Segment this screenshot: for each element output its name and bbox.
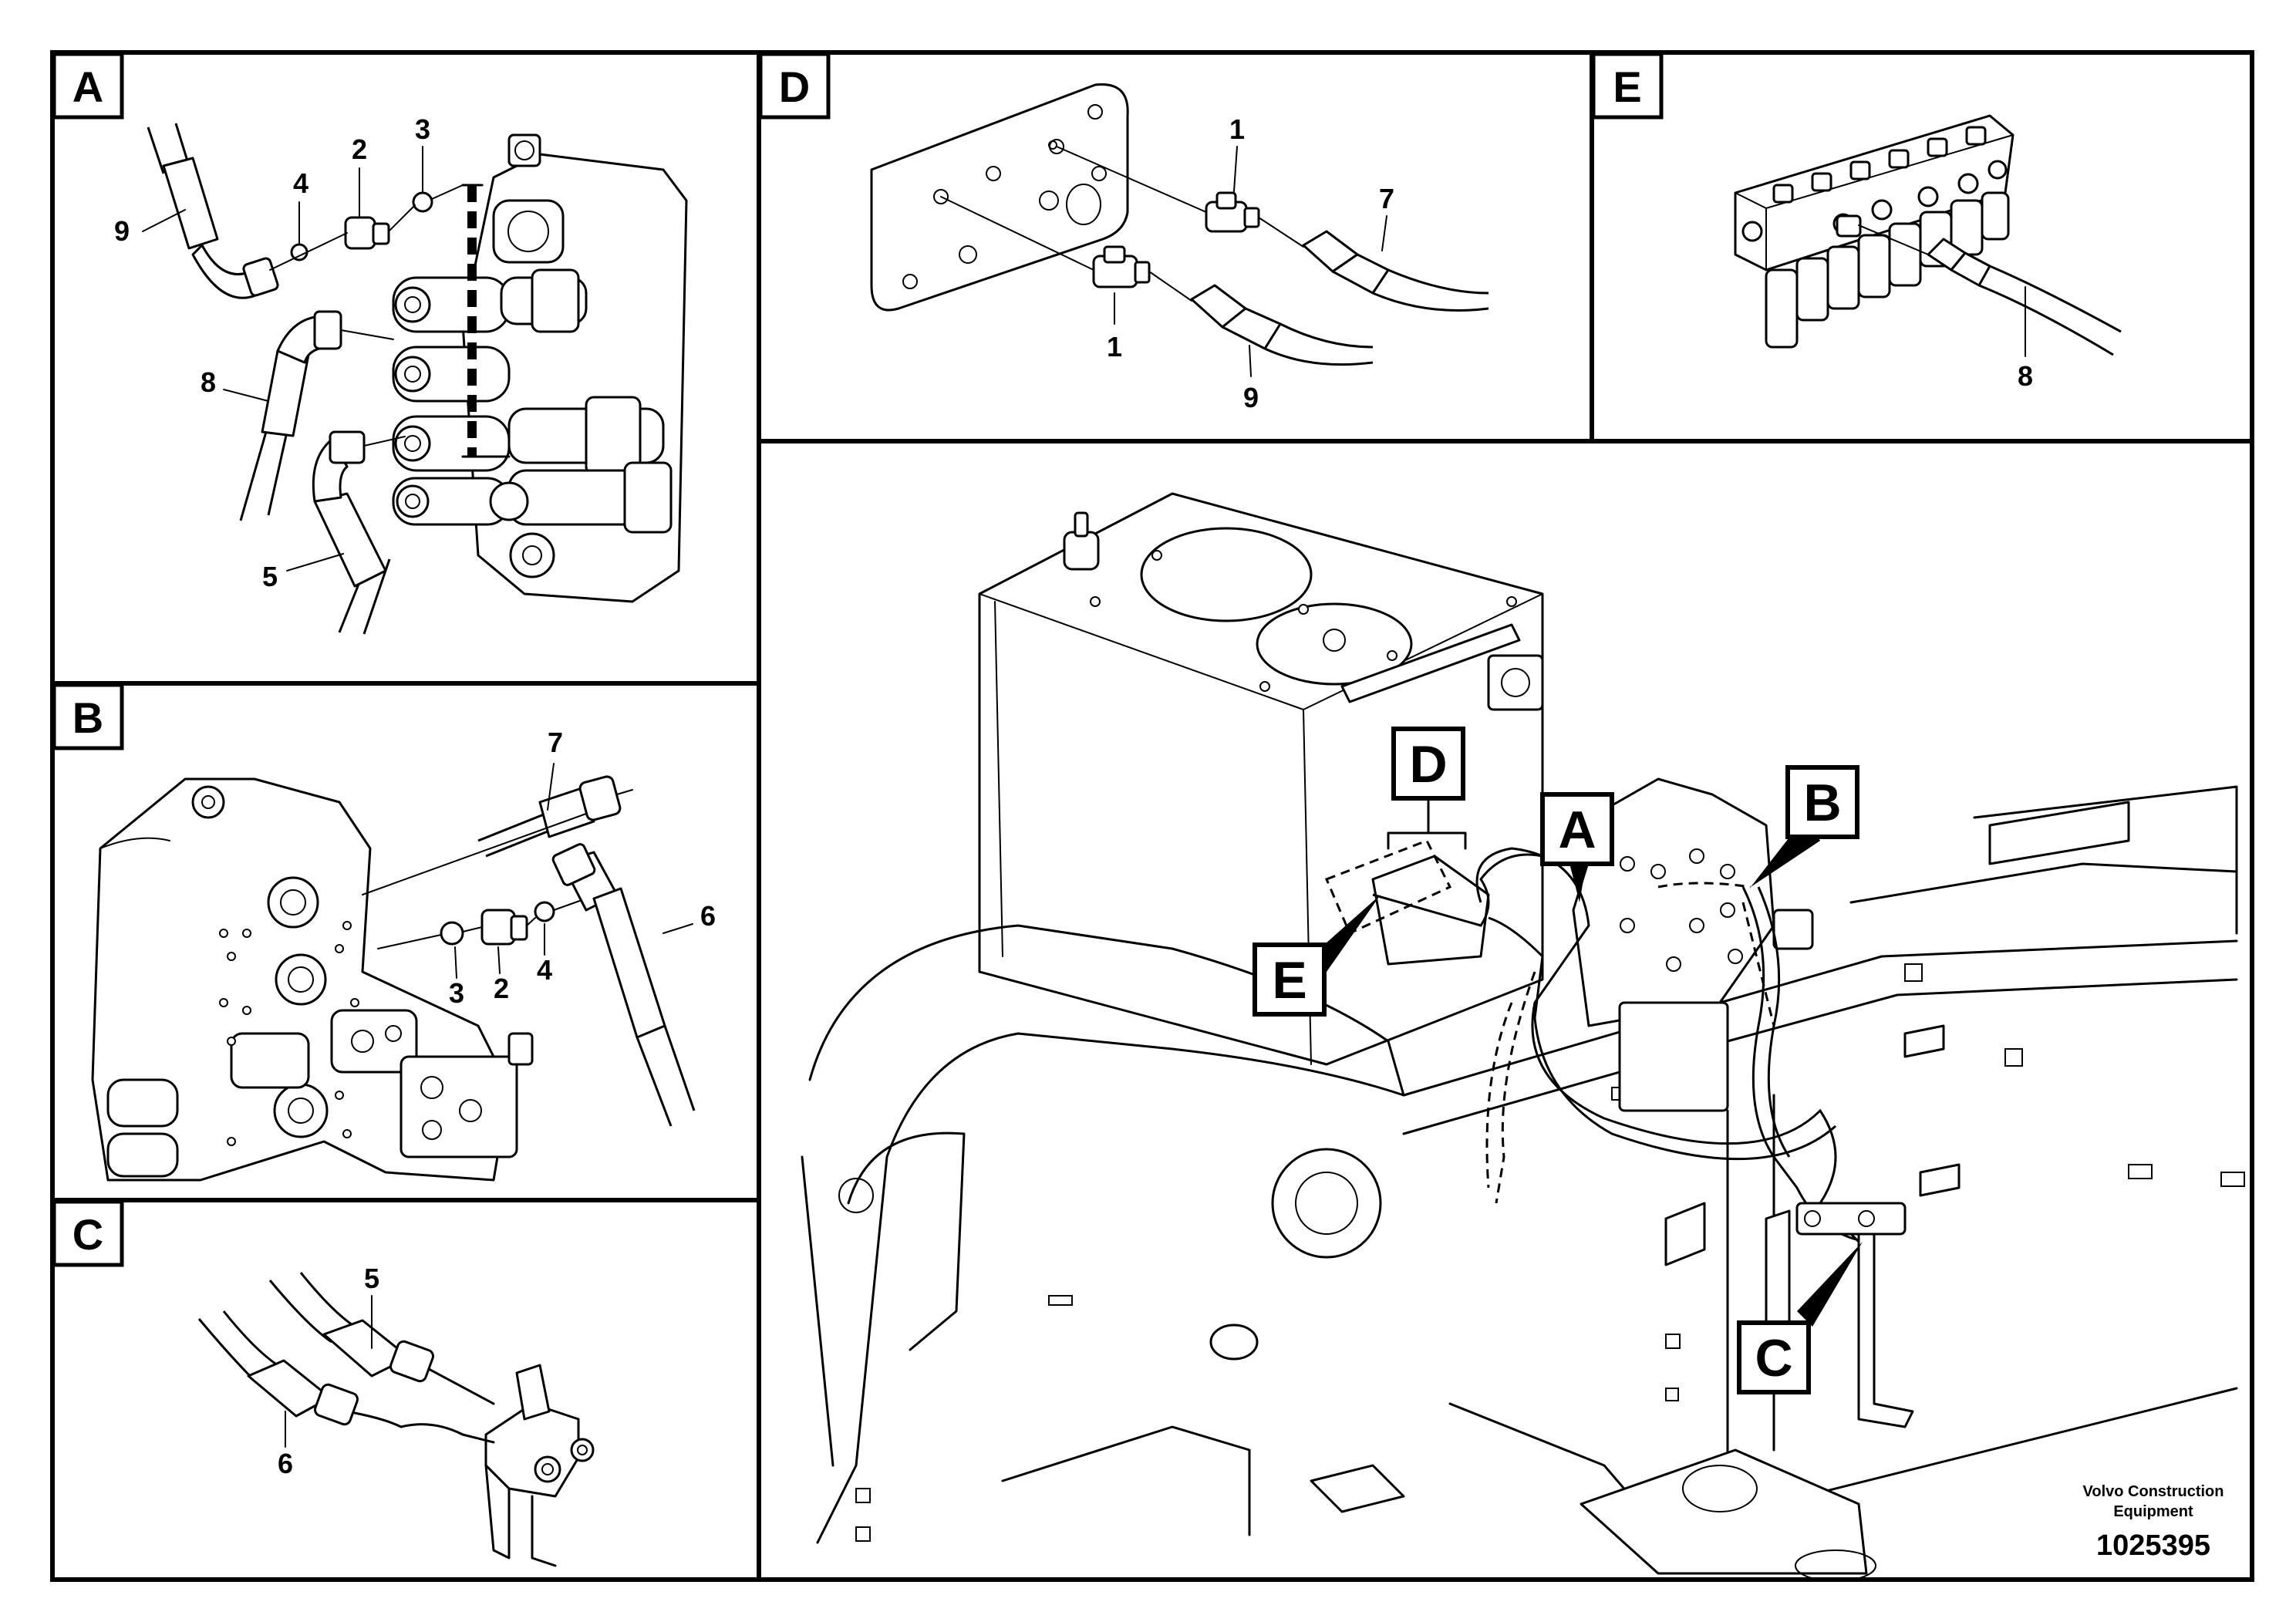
panel-a-label-3: 3 [415, 113, 430, 145]
panel-d-hose-7 [1258, 217, 1489, 312]
panel-d-hose-9 [1148, 271, 1374, 366]
panel-a-label-9: 9 [114, 215, 130, 247]
panel-a-hose-5 [312, 430, 406, 635]
tank-breather [1063, 531, 1100, 571]
panel-b-control-valve [91, 777, 534, 1182]
callout-d-leader [1387, 785, 1467, 850]
panel-a-label-4: 4 [293, 167, 308, 199]
panel-d: D [757, 50, 1594, 443]
tank-cover-small [1256, 602, 1413, 686]
panel-d-label-1-lower: 1 [1107, 331, 1122, 363]
panel-b-label-7: 7 [548, 727, 563, 758]
panel-b-letter: B [72, 693, 103, 742]
callout-d-letter: D [1409, 735, 1447, 794]
callout-c-letter: C [1755, 1329, 1792, 1388]
panel-a-hose-9 [147, 123, 279, 299]
footer-brand-line1: Volvo Construction [2083, 1483, 2224, 1500]
panel-a-adapter-2 [344, 216, 390, 250]
main-control-valve [1572, 777, 1814, 1112]
panel-e: E [1590, 50, 2254, 443]
panel-d-label-9: 9 [1243, 382, 1259, 413]
callout-c-pointer [1797, 1242, 1863, 1327]
panel-c-letter-box [52, 1199, 124, 1267]
panel-c-bracket [484, 1364, 595, 1567]
callout-d-box [1391, 727, 1465, 801]
panel-e-manifold [1734, 114, 2014, 349]
panel-c-hose-5 [268, 1272, 495, 1405]
panel-e-label-8: 8 [2018, 360, 2033, 392]
panel-a-hose-8 [239, 310, 394, 521]
tank-cover-large [1140, 527, 1313, 622]
panel-b-oring-4 [534, 901, 555, 922]
panel-e-hose-8 [1858, 224, 2122, 356]
callout-e-box [1253, 943, 1327, 1017]
footer-drawing-number: 1025395 [2096, 1529, 2210, 1562]
panel-d-letter-box [758, 52, 831, 120]
callout-e-letter: E [1272, 951, 1306, 1010]
panel-overview: D A B E C Volvo Construction Equipment 1… [757, 439, 2254, 1582]
panel-a-letter-box [52, 52, 124, 120]
panel-b-hose-6 [551, 843, 696, 1127]
panel-b-adapter-2 [480, 909, 528, 946]
panel-a-letter: A [72, 62, 103, 111]
panel-e-letter: E [1613, 62, 1641, 111]
panel-b-label-6: 6 [700, 900, 716, 932]
panel-a-oring-4 [290, 243, 308, 261]
panel-c-hose-6 [197, 1310, 495, 1444]
panel-b-letter-box [52, 683, 124, 750]
overview-hoses [1372, 847, 1914, 1428]
panel-e-letter-box [1591, 52, 1664, 120]
footer-brand-line2: Equipment [2113, 1503, 2193, 1520]
callout-a-box [1540, 792, 1614, 866]
panel-b: B [50, 681, 761, 1202]
panel-c-label-6: 6 [278, 1448, 293, 1479]
callout-b-box [1785, 765, 1859, 839]
panel-a-label-2: 2 [352, 133, 367, 165]
panel-b-label-4: 4 [537, 954, 552, 986]
panel-b-label-3: 3 [449, 977, 464, 1009]
machine-frame [801, 785, 2245, 1582]
panel-a-label-8: 8 [201, 366, 216, 398]
panel-d-letter: D [779, 62, 810, 111]
panel-a: A [50, 50, 761, 686]
panel-c: C 5 6 [50, 1198, 761, 1582]
panel-b-label-2: 2 [494, 973, 509, 1004]
callout-b-letter: B [1803, 774, 1841, 832]
panel-c-label-5: 5 [364, 1263, 379, 1294]
panel-a-control-valve [392, 133, 688, 603]
panel-b-oring-3 [440, 921, 464, 946]
panel-d-tee-fitting-lower [1092, 245, 1151, 288]
callout-a-letter: A [1558, 801, 1596, 859]
callout-e-pointer [1311, 895, 1381, 972]
panel-b-hose-7 [477, 775, 633, 858]
panel-d-label-1-upper: 1 [1229, 113, 1245, 145]
panel-d-mounting-plate [870, 83, 1129, 312]
panel-c-letter: C [72, 1210, 103, 1259]
panel-a-label-5: 5 [262, 561, 278, 592]
callout-c-box [1737, 1320, 1811, 1394]
panel-a-oring-3 [412, 191, 433, 213]
panel-d-label-7: 7 [1379, 183, 1394, 214]
